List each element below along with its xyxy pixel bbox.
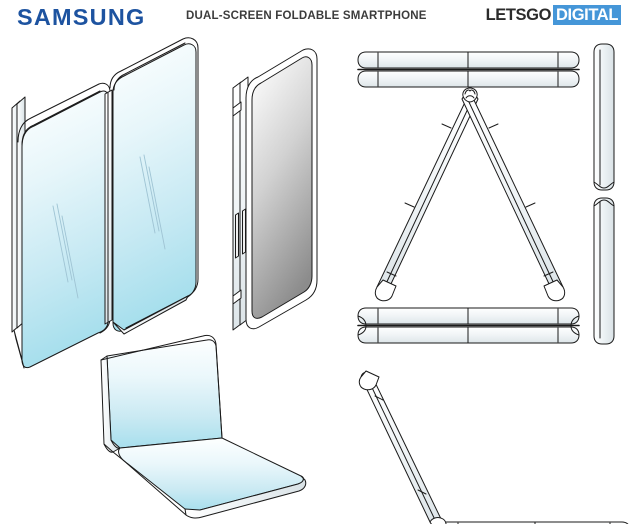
laptop-lower-front-edge <box>184 475 307 519</box>
l-shape-upper-seg-2 <box>417 489 427 495</box>
watermark-letsgo-text: LETSGO <box>485 6 552 24</box>
closed-bottom-hinge-left <box>357 315 367 336</box>
side-button-upper[interactable] <box>235 212 239 259</box>
side-button-lower[interactable] <box>242 208 246 255</box>
l-shape-upper-tip <box>358 370 380 391</box>
tent-right-seg-1 <box>488 123 499 129</box>
left-panel-glare <box>52 203 79 299</box>
figure-device-folded-gray <box>232 48 318 331</box>
letsgodigital-watermark: LETSGO DIGITAL <box>486 5 621 25</box>
tent-right-arm-inner <box>467 99 557 289</box>
figure-dual-screen-unfolded <box>11 37 199 369</box>
samsung-brand-logo: SAMSUNG <box>17 4 146 30</box>
right-panel-outline-inner <box>113 42 186 91</box>
l-shape-upper-arm-inner <box>365 374 437 523</box>
drawing-canvas <box>0 30 633 524</box>
folded-hinge-nub-bottom <box>232 289 242 305</box>
tent-right-seg-3 <box>543 271 554 277</box>
side-profile-hinge-notch-2 <box>593 199 615 207</box>
left-panel-outline-inner <box>21 90 101 146</box>
laptop-hinge-band-2 <box>103 443 114 453</box>
patent-figures-svg <box>11 37 629 524</box>
right-panel-screen <box>112 43 197 332</box>
figure-side-profile <box>593 43 615 345</box>
page-header: SAMSUNG DUAL-SCREEN FOLDABLE SMARTPHONE … <box>0 0 633 34</box>
l-shape-upper-arm <box>360 371 443 524</box>
tent-left-arm-inner <box>383 99 473 289</box>
tent-right-arm <box>461 95 564 291</box>
side-profile-upper <box>593 43 615 191</box>
laptop-hinge-band <box>110 439 121 449</box>
right-panel-glare <box>139 154 166 250</box>
left-panel-outline <box>17 82 111 334</box>
tent-right-seg-2 <box>525 202 536 208</box>
tent-left-arm <box>376 95 479 291</box>
tent-left-tip <box>374 279 397 302</box>
side-profile-hinge-notch <box>593 181 615 189</box>
figure-laptop-mode <box>100 334 307 519</box>
left-panel-bottom-edge <box>13 329 25 369</box>
folded-side-buttons[interactable] <box>235 208 246 259</box>
folded-hinge-nub-top <box>232 101 242 117</box>
laptop-upper-outline <box>100 334 223 439</box>
laptop-lower-outline <box>112 451 187 516</box>
laptop-lower-screen <box>118 437 304 512</box>
tent-left-seg-1 <box>441 123 452 129</box>
figure-tent-mode <box>374 87 566 302</box>
tent-apex-hinge <box>462 87 478 103</box>
tent-left-seg-2 <box>404 202 415 208</box>
watermark-digital-text: DIGITAL <box>553 5 621 25</box>
l-shape-corner-hinge <box>429 517 447 524</box>
right-panel-bottom-edge <box>112 295 189 335</box>
page-title: DUAL-SCREEN FOLDABLE SMARTPHONE <box>186 10 427 22</box>
figure-right-angle <box>358 370 629 524</box>
laptop-upper-screen <box>106 339 223 449</box>
l-shape-upper-seg-1 <box>374 395 384 401</box>
folded-gray-screen <box>251 56 313 319</box>
closed-bottom-hinge-right <box>570 315 580 336</box>
right-panel-outline <box>109 37 199 329</box>
side-profile-lower <box>593 197 615 345</box>
tent-right-tip <box>543 279 566 302</box>
tent-left-seg-3 <box>386 271 397 277</box>
figure-closed-bottom-edge <box>357 307 580 344</box>
figure-closed-top-edge <box>357 51 580 88</box>
